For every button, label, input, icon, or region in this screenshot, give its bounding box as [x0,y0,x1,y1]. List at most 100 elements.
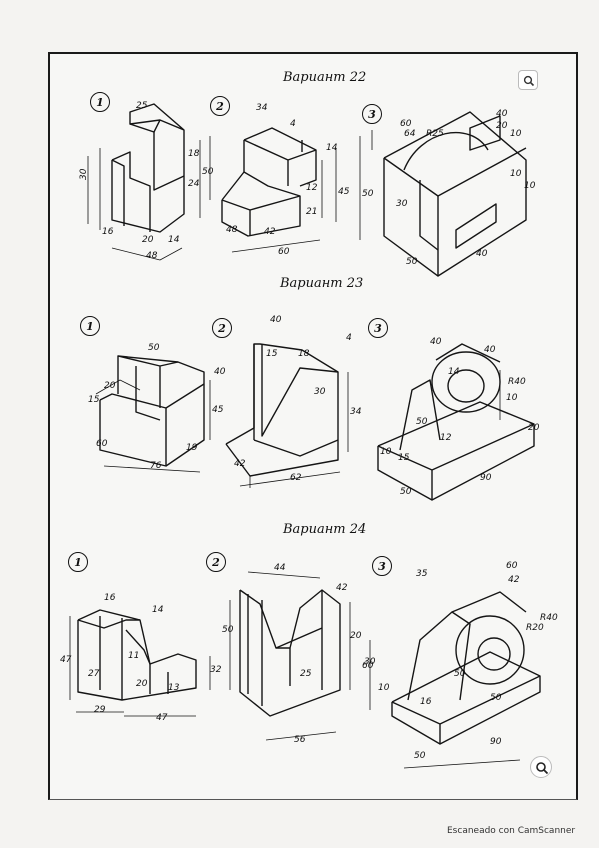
dim-label: 60 [362,661,374,671]
item-number-3: 3 [362,104,382,124]
dim-label: R20 [526,623,544,633]
dim-label: 30 [79,168,89,180]
item-number-1: 1 [90,92,110,112]
dim-label: 10 [510,169,522,179]
dim-label: 10 [510,129,522,139]
dim-label: 34 [350,407,362,417]
dim-label: 27 [88,669,100,679]
dim-label: 48 [146,251,158,261]
variant-23-title: Вариант 23 [280,276,364,291]
dim-label: 90 [480,473,492,483]
item-number-2: 2 [206,552,226,572]
dim-label: 62 [290,473,302,483]
dim-label: 16 [104,593,116,603]
dim-label: 60 [278,247,290,257]
dim-label: 40 [270,315,282,325]
dim-label: 47 [60,655,72,665]
dim-label: 30 [364,657,376,667]
dim-label: 50 [202,167,214,177]
zoom-icon[interactable] [530,756,552,778]
dim-label: 42 [508,575,520,585]
dim-label: 20 [528,423,540,433]
dim-label: 50 [362,189,374,199]
dim-label: R25 [426,129,444,139]
dim-label: 10 [506,393,518,403]
dim-label: 30 [314,387,326,397]
dim-label: R40 [540,613,558,623]
dim-label: 76 [150,461,162,471]
dim-label: 20 [350,631,362,641]
dim-label: 56 [294,735,306,745]
dim-label: 12 [440,433,452,443]
dim-label: 14 [448,367,460,377]
dim-label: 14 [168,235,180,245]
dim-label: 42 [264,227,276,237]
dim-label: 48 [226,225,238,235]
dim-label: 18 [298,349,310,359]
dim-label: 60 [400,119,412,129]
v24-part-1 [69,609,211,717]
dim-label: 10 [378,683,390,693]
v22-part-3 [359,111,527,277]
dim-label: 50 [454,669,466,679]
dim-label: 50 [400,487,412,497]
zoom-icon[interactable] [518,70,538,90]
dim-label: 40 [214,367,226,377]
v22-part-2 [221,127,337,253]
dim-label: 15 [398,453,410,463]
dim-label: 29 [94,705,106,715]
dim-label: 50 [414,751,426,761]
dim-label: 42 [336,583,348,593]
dim-label: 30 [396,199,408,209]
v24-part-2 [229,571,351,741]
dim-label: 25 [136,101,148,111]
item-number-2: 2 [212,318,232,338]
dim-label: 15 [88,395,100,405]
dim-label: 90 [490,737,502,747]
item-number-3: 3 [372,556,392,576]
dim-label: 42 [234,459,246,469]
dim-label: 32 [210,665,222,675]
dim-label: 40 [430,337,442,347]
dim-label: 45 [338,187,350,197]
dim-label: 50 [490,693,502,703]
dim-label: 10 [380,447,392,457]
v23-part-3 [377,343,535,501]
dim-label: 40 [476,249,488,259]
dim-label: 14 [152,605,164,615]
dim-label: 45 [212,405,224,415]
dim-label: 19 [186,443,198,453]
dim-label: 20 [104,381,116,391]
dim-label: 34 [256,103,268,113]
camscanner-footer: Escaneado con CamScanner [447,826,576,836]
dim-label: 10 [524,181,536,191]
dim-label: 20 [142,235,154,245]
dim-label: 47 [156,713,168,723]
dim-label: 11 [128,651,139,661]
dim-label: 4 [346,333,352,343]
dim-label: 50 [416,417,428,427]
dim-label: 13 [168,683,180,693]
dim-label: 60 [506,561,518,571]
dim-label: 64 [404,129,416,139]
dim-label: R40 [508,377,526,387]
v22-part-1 [87,103,211,261]
dim-label: 12 [306,183,318,193]
dim-label: 16 [420,697,432,707]
dim-label: 4 [290,119,296,129]
document-page [48,52,578,800]
dim-label: 60 [96,439,108,449]
dim-label: 40 [496,109,508,119]
dim-label: 16 [102,227,114,237]
v23-part-1 [95,355,211,473]
v23-part-2 [225,343,349,488]
item-number-3: 3 [368,318,388,338]
dim-label: 35 [416,569,428,579]
dim-label: 40 [484,345,496,355]
dim-label: 21 [306,207,317,217]
variant-22-title: Вариант 22 [283,70,367,85]
dim-label: 50 [406,257,418,267]
variant-24-title: Вариант 24 [283,522,367,537]
dim-label: 50 [222,625,234,635]
